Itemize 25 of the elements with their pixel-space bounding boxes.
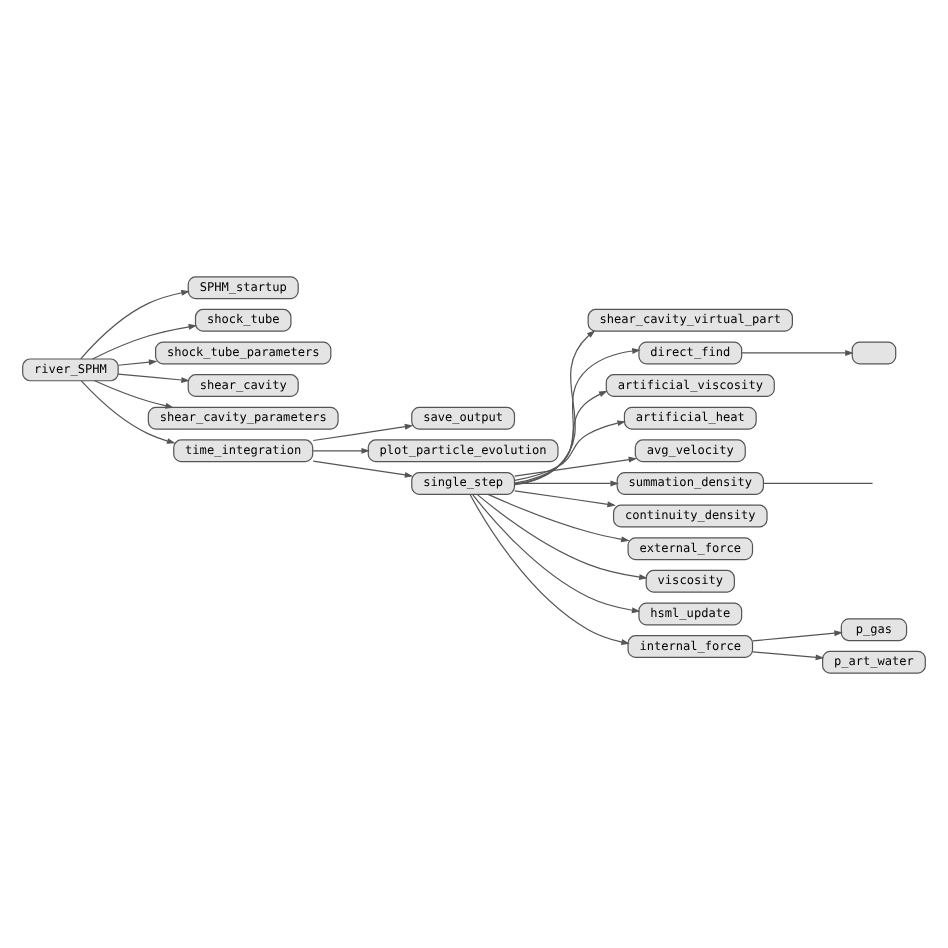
- arrow: [514, 455, 638, 476]
- arrow: [312, 459, 414, 477]
- arrow: [117, 358, 158, 365]
- arrow: [80, 288, 190, 359]
- arrow: [469, 492, 630, 644]
- arrow: [80, 379, 176, 443]
- arrow: [752, 629, 843, 641]
- arrow: [514, 479, 619, 486]
- arrow: [312, 422, 414, 441]
- arrow: [752, 650, 825, 660]
- arrow: [514, 419, 626, 480]
- arrow: [94, 379, 174, 408]
- arrow: [514, 389, 608, 483]
- arrow: [471, 492, 641, 613]
- arrow: [514, 489, 616, 507]
- arrow: [117, 372, 190, 382]
- arrow: [487, 492, 630, 542]
- arrow: [312, 446, 370, 453]
- arrow: [91, 322, 198, 359]
- arrow: [741, 349, 854, 355]
- arrow: [476, 492, 648, 580]
- arrow: [514, 329, 596, 485]
- connector: [763, 481, 874, 484]
- node-box: [851, 340, 897, 364]
- arrow: [514, 347, 641, 484]
